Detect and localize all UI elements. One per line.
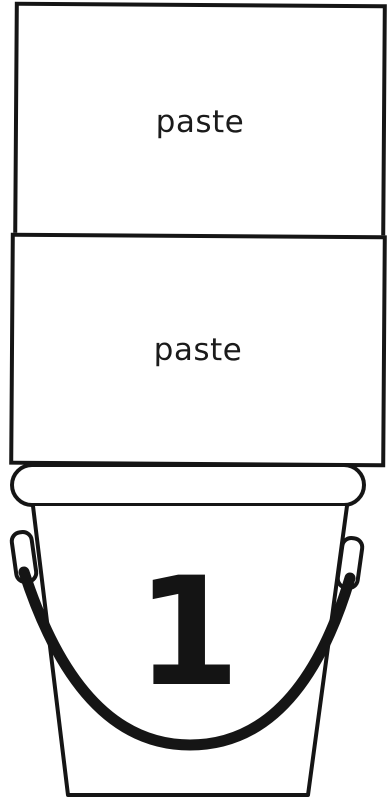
bucket-number: 1 [118, 548, 258, 718]
bucket-rim [12, 465, 364, 505]
paste-box-top[interactable]: paste [13, 2, 387, 242]
paste-label: paste [154, 332, 243, 369]
paste-label: paste [156, 103, 245, 140]
paste-box-bottom[interactable]: paste [9, 233, 387, 468]
